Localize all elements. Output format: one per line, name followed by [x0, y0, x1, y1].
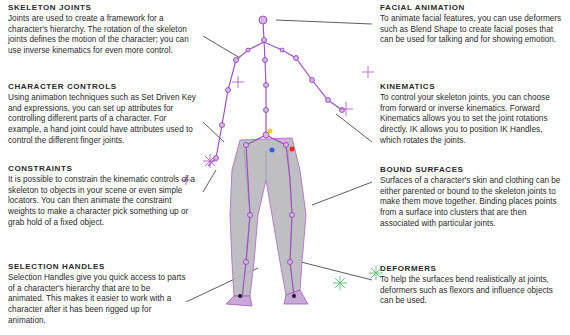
- annotation-text: To control your skeleton joints, you can…: [380, 93, 564, 147]
- bound-surface-pants: [226, 138, 308, 306]
- leader-lines: [186, 20, 372, 302]
- leader-line: [301, 262, 372, 280]
- section-heading: SKELETON JOINTS: [8, 3, 200, 13]
- annotation-text: Surfaces of a character's skin and cloth…: [380, 176, 564, 230]
- joint-spheres: [214, 16, 345, 265]
- leader-line: [276, 20, 372, 24]
- section-heading: FACIAL ANIMATION: [380, 3, 564, 13]
- leader-line: [312, 182, 372, 205]
- leader-line: [203, 170, 216, 192]
- ik-locators: [333, 266, 383, 290]
- annotation-text: To help the surfaces bend realistically …: [380, 275, 564, 307]
- annotation-text: Selection Handles give you quick access …: [8, 273, 188, 327]
- section-heading: DEFORMERS: [380, 264, 564, 274]
- annotation-text: To animate facial features, you can use …: [380, 14, 564, 46]
- leader-line: [336, 114, 372, 142]
- locators: [181, 66, 374, 185]
- annotation-text: Using animation techniques such as Set D…: [8, 93, 200, 147]
- leader-line: [203, 36, 240, 58]
- skeleton-joints: [208, 22, 342, 298]
- selection-handles: [238, 129, 296, 299]
- annotation-text: Joints are used to create a framework fo…: [8, 14, 200, 57]
- section-heading: CHARACTER CONTROLS: [8, 82, 200, 92]
- annotation-text: It is possible to constrain the kinemati…: [8, 175, 200, 229]
- section-heading: SELECTION HANDLES: [8, 262, 188, 272]
- section-heading: CONSTRAINTS: [8, 164, 200, 174]
- section-heading: BOUND SURFACES: [380, 165, 564, 175]
- section-heading: KINEMATICS: [380, 82, 564, 92]
